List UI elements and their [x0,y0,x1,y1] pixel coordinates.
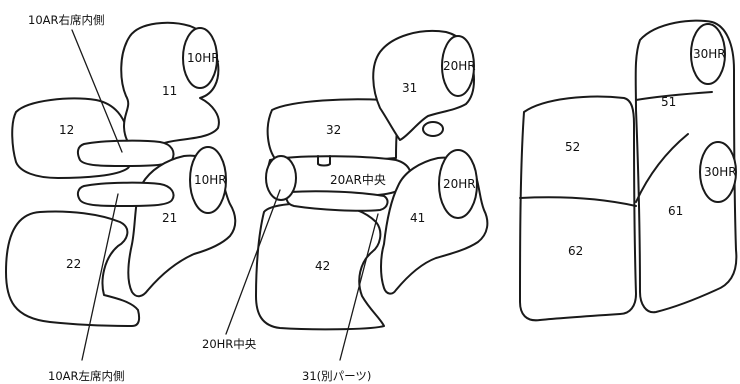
part-52-62-seam [519,196,637,207]
section-10: 10HR 10HR 11 12 21 22 10AR右席内側 10AR左席内側 [5,13,237,383]
label-part-52: 52 [565,140,580,154]
part-22-shape [5,210,141,327]
leader-31-separate [339,213,379,361]
label-30hr-upper: 30HR [693,47,726,61]
headrest-10hr-upper-shape [182,27,218,89]
leader-10ar-left-inner [81,193,119,361]
armrest-lower-shape [76,181,175,207]
armrest-upper-shape [76,139,175,167]
part-52-62-block-shape [519,95,637,322]
headrest-20hr-lower-shape [438,149,478,219]
label-part-42: 42 [315,259,330,273]
center-armrest-slot [317,155,331,167]
callout-10ar-left-inner: 10AR左席内側 [48,369,125,383]
part-51-61-block-shape [634,19,738,314]
label-part-12: 12 [59,123,74,137]
leader-20hr-center [225,189,281,335]
label-20hr-upper: 20HR [443,59,476,73]
label-10hr-upper: 10HR [187,51,220,65]
leader-10ar-right-inner [71,29,123,153]
part-51-crease [635,91,713,101]
label-part-61: 61 [668,204,683,218]
headrest-30hr-upper-shape [690,23,726,85]
headrest-10hr-lower-shape [189,146,227,214]
headrest-30hr-lower-shape [699,141,737,203]
label-20hr-lower: 20HR [443,177,476,191]
callout-31-separate: 31(別パーツ) [302,369,371,383]
callout-10ar-right-inner: 10AR右席内側 [28,13,105,27]
label-part-51: 51 [661,95,676,109]
part-51-61-seam [635,133,689,203]
label-part-31: 31 [402,81,417,95]
label-part-32: 32 [326,123,341,137]
label-part-22: 22 [66,257,81,271]
callout-20hr-center: 20HR中央 [202,337,257,351]
label-part-11: 11 [162,84,177,98]
label-30hr-lower: 30HR [704,165,737,179]
label-10hr-lower: 10HR [194,173,227,187]
headrest-20hr-center-shape [265,155,297,201]
headrest-20hr-upper-shape [441,35,475,97]
label-part-41: 41 [410,211,425,225]
label-part-21: 21 [162,211,177,225]
part-31-separate-shape [422,121,444,137]
section-20: 20HR 20HR 31 32 41 42 20AR中央 20HR中央 31(別… [202,30,489,383]
label-part-62: 62 [568,244,583,258]
section-30: 30HR 30HR 51 52 61 62 [519,19,738,322]
label-20ar-center: 20AR中央 [330,172,386,187]
part-41-strap-shape [285,190,389,212]
